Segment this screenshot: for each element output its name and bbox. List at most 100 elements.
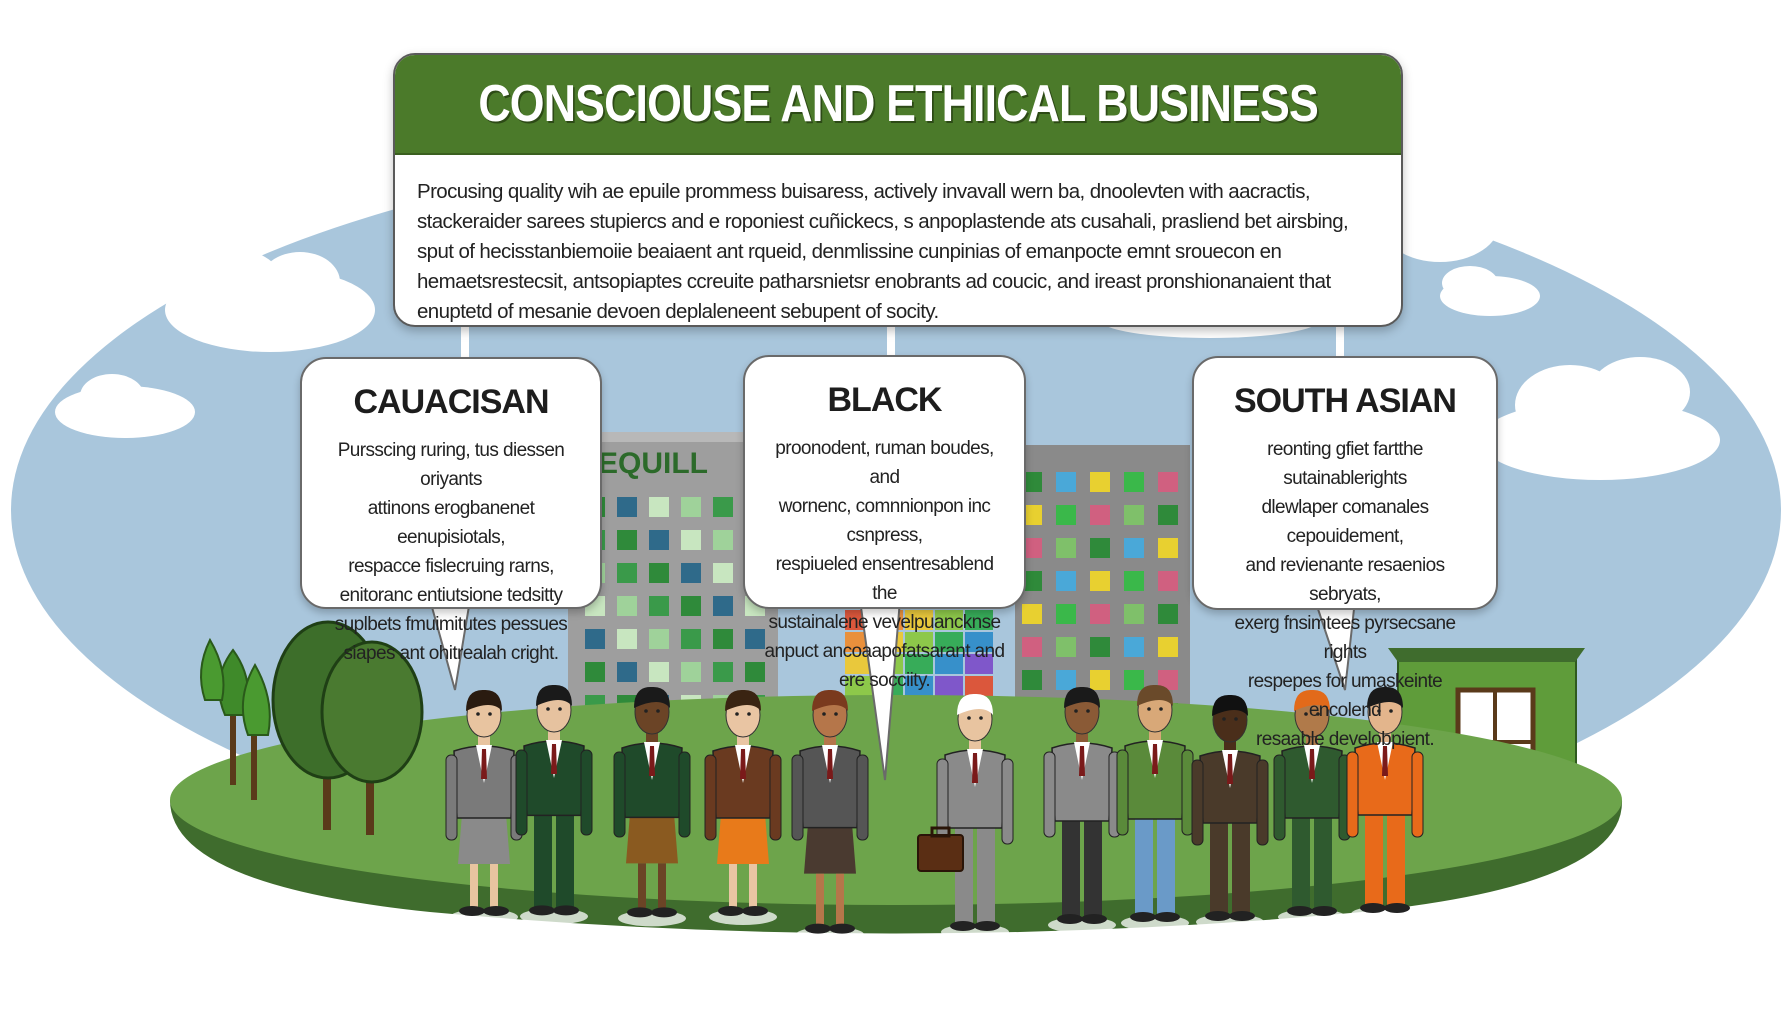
- color-block: [965, 676, 993, 696]
- color-block: [935, 610, 963, 630]
- bubble-text: proonodent, ruman boudes, and wornenc, c…: [763, 434, 1006, 695]
- color-block: [935, 654, 963, 674]
- window: [1022, 538, 1042, 558]
- title-bar: CONSCIOUSE AND ETHIICAL BUSINESS: [395, 55, 1401, 155]
- bubble-title: BLACK: [827, 381, 943, 419]
- window: [1056, 670, 1076, 690]
- window: [713, 497, 733, 517]
- bubble-line: reonting gfiet fartthe sutainablerights: [1267, 439, 1423, 489]
- bubble-line: enitoranc entiutsione tedsitty: [339, 585, 563, 606]
- bubble-line: respepes for umaskeinte encolend: [1247, 671, 1443, 721]
- window: [681, 530, 701, 550]
- bubble-line: respacce fislecruing rarns,: [348, 556, 554, 577]
- window: [1090, 538, 1110, 558]
- window: [1056, 538, 1076, 558]
- tree-right-canopy: [320, 640, 424, 784]
- window: [1158, 604, 1178, 624]
- window: [1090, 505, 1110, 525]
- bubble-line: attinons erogbanenet eenupisiotals,: [367, 498, 535, 548]
- window: [1056, 637, 1076, 657]
- people-group: [445, 684, 1424, 943]
- bubble-black: BLACK proonodent, ruman boudes, and worn…: [743, 355, 1026, 691]
- color-block: [935, 676, 963, 696]
- color-block: [905, 610, 933, 630]
- window: [1124, 604, 1144, 624]
- bubble-line: proonodent, ruman boudes, and: [775, 438, 994, 488]
- cloud-right-big: [1480, 357, 1720, 480]
- bubble-line: anpuct ancoaapofatsarant and: [764, 641, 1006, 662]
- cloud-right-mid: [1440, 266, 1540, 316]
- trees: [200, 620, 424, 835]
- window: [713, 530, 733, 550]
- bubble-line: suplbets fmuimitutes pessues: [334, 614, 568, 635]
- building-sign: EQUILL: [598, 447, 708, 480]
- window: [1022, 505, 1042, 525]
- person: [1043, 686, 1121, 933]
- title-panel: CONSCIOUSE AND ETHIICAL BUSINESS Procusi…: [393, 53, 1403, 327]
- window: [649, 497, 669, 517]
- color-block: [935, 632, 963, 652]
- bubble-line: respiueled ensentresablend the: [775, 554, 994, 604]
- person: [613, 686, 691, 927]
- window: [713, 596, 733, 616]
- window: [1022, 604, 1042, 624]
- bubble-line: Pursscing ruring, tus diessen oriyants: [337, 440, 565, 490]
- window: [1158, 670, 1178, 690]
- window: [649, 530, 669, 550]
- title-description: Procusing quality wih ae epuile prommess…: [417, 180, 1349, 323]
- person: [1191, 694, 1269, 930]
- window: [585, 629, 605, 649]
- window: [1124, 472, 1144, 492]
- color-block: [845, 676, 873, 696]
- window: [1124, 637, 1144, 657]
- person: [515, 684, 593, 925]
- person: [1116, 684, 1194, 931]
- window: [1056, 472, 1076, 492]
- cloud-left-top: [165, 249, 375, 352]
- bubble-tails: [428, 599, 1357, 781]
- window: [1022, 571, 1042, 591]
- window: [585, 662, 605, 682]
- person: [1273, 689, 1351, 925]
- building-right-windows: [1022, 472, 1178, 723]
- window: [1056, 571, 1076, 591]
- bubble-text: Pursscing ruring, tus diessen oriyants a…: [320, 436, 582, 668]
- briefcase: [917, 826, 964, 872]
- window: [713, 662, 733, 682]
- window: [649, 563, 669, 583]
- bubble-title: CAUACISAN: [353, 383, 550, 421]
- bubble-text: reonting gfiet fartthe sutainablerights …: [1212, 435, 1478, 754]
- window: [1056, 505, 1076, 525]
- person: [704, 689, 782, 925]
- color-block: [905, 632, 933, 652]
- window: [1124, 571, 1144, 591]
- window: [681, 629, 701, 649]
- bubble-caucasian: CAUACISAN Pursscing ruring, tus diessen …: [300, 357, 602, 664]
- person: [445, 689, 523, 925]
- bubble-title: SOUTH ASIAN: [1234, 382, 1457, 420]
- page-title: CONSCIOUSE AND ETHIICAL BUSINESS: [478, 75, 1319, 133]
- color-block: [965, 610, 993, 630]
- person: [791, 689, 869, 943]
- window: [681, 662, 701, 682]
- window: [617, 629, 637, 649]
- bubble-line: dlewlaper comanales cepouidement,: [1261, 497, 1429, 547]
- color-block: [965, 632, 993, 652]
- window: [1124, 538, 1144, 558]
- bubble-line: exerg fnsimtees pyrsecsane rights: [1234, 613, 1457, 663]
- window: [1124, 670, 1144, 690]
- bubble-line: and revienante resaenios sebryats,: [1245, 555, 1446, 605]
- window: [1158, 571, 1178, 591]
- window: [617, 563, 637, 583]
- cloud-right-top: [1380, 160, 1505, 262]
- window: [1158, 538, 1178, 558]
- window: [1090, 571, 1110, 591]
- window: [1090, 637, 1110, 657]
- window: [745, 629, 765, 649]
- color-block: [905, 676, 933, 696]
- window: [1090, 472, 1110, 492]
- color-block: [905, 654, 933, 674]
- window: [1158, 637, 1178, 657]
- color-block: [965, 654, 993, 674]
